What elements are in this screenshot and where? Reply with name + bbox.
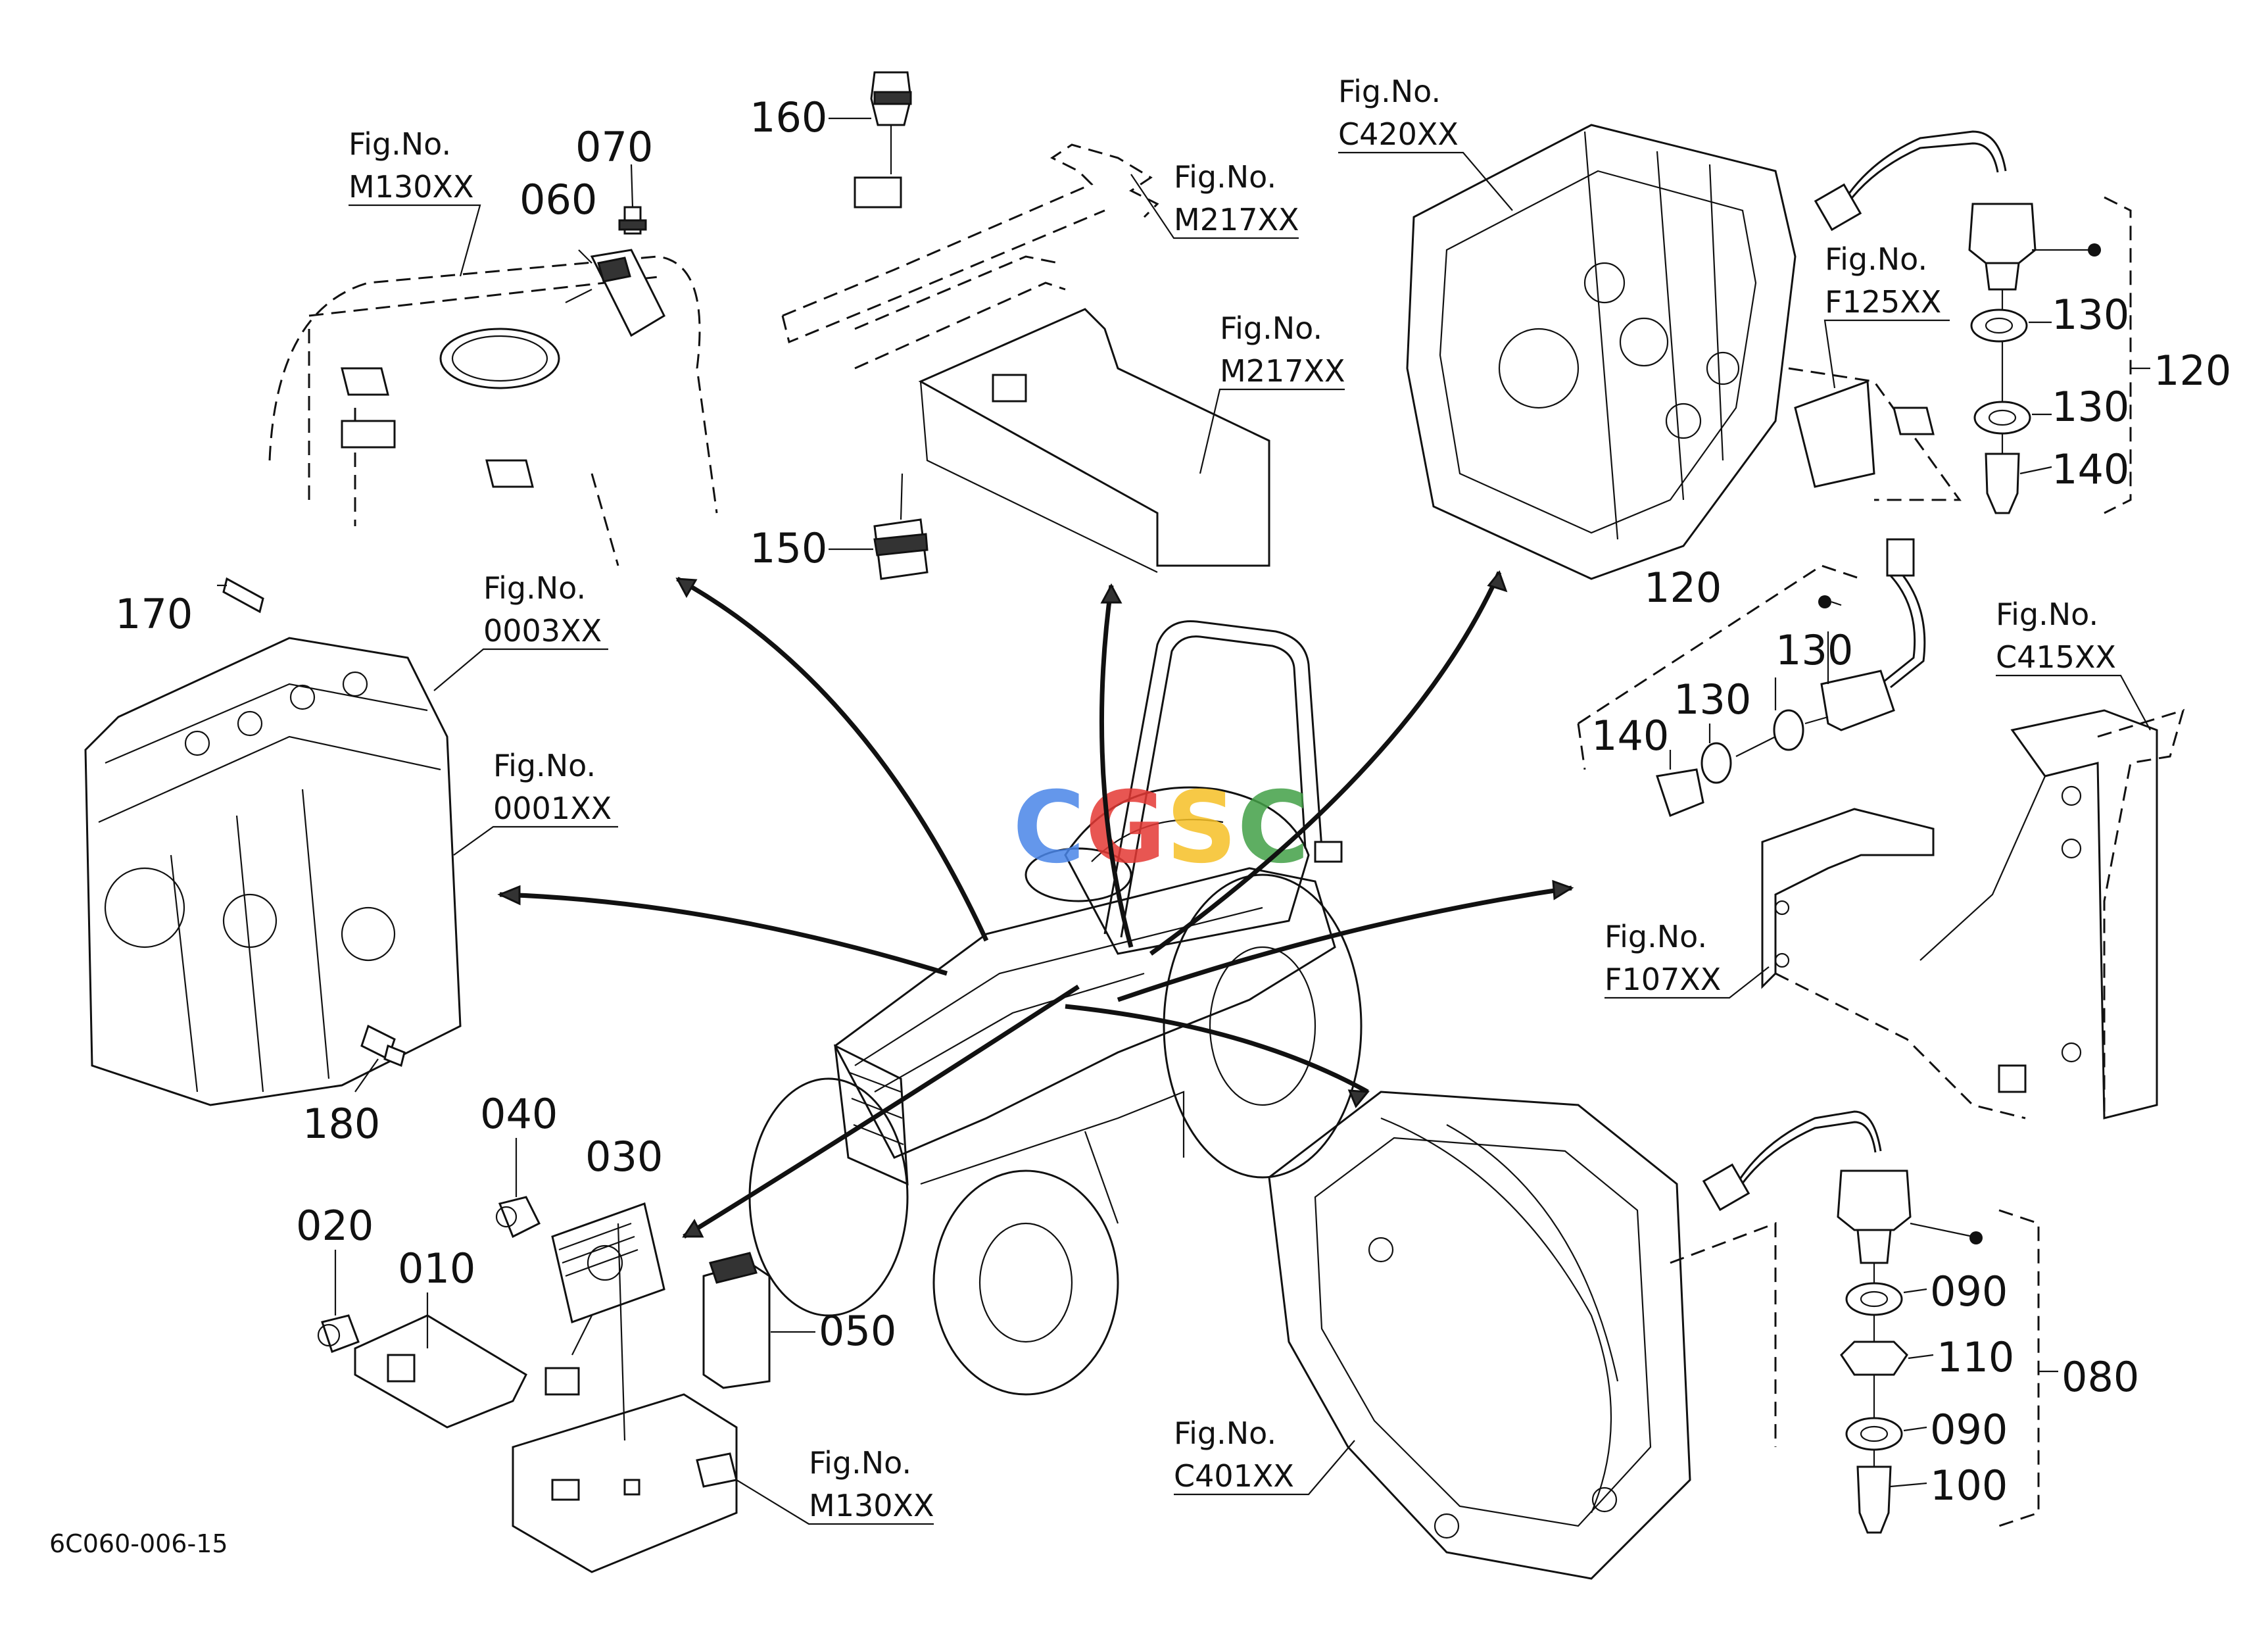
part-170[interactable]: 170: [115, 590, 193, 638]
fig-ref-c401xx[interactable]: Fig.No. C401XX: [1174, 1415, 1355, 1496]
watermark-letter: C: [1013, 771, 1085, 885]
part-130-middle-a[interactable]: 130: [1775, 626, 1853, 674]
svg-text:Fig.No.: Fig.No.: [493, 748, 596, 783]
engine-assembly: [84, 577, 462, 1106]
fig-ref-m217xx-bottom[interactable]: Fig.No. M217XX: [1199, 310, 1345, 474]
svg-text:Fig.No.: Fig.No.: [1996, 597, 2098, 632]
watermark-letter: C: [1237, 771, 1309, 885]
part-number-labels: 070 060 160 150 130 130 140 120 120 130 …: [115, 93, 2231, 1510]
switch-080: [1702, 1110, 2058, 1534]
part-130-top-a[interactable]: 130: [2052, 291, 2129, 339]
reference-arrows: [497, 570, 1574, 1239]
fig-ref-c415xx[interactable]: Fig.No. C415XX: [1996, 597, 2151, 731]
bonnet-assembly: [268, 164, 718, 566]
part-140-top[interactable]: 140: [2052, 445, 2129, 493]
part-120-middle[interactable]: 120: [1644, 564, 1722, 612]
svg-text:Fig.No.: Fig.No.: [483, 570, 586, 606]
part-150[interactable]: 150: [750, 524, 827, 572]
part-110[interactable]: 110: [1937, 1333, 2014, 1381]
frame-bracket-assembly: [1761, 708, 2185, 1119]
svg-text:C420XX: C420XX: [1338, 116, 1459, 152]
part-080[interactable]: 080: [2062, 1353, 2139, 1401]
svg-text:0003XX: 0003XX: [483, 613, 602, 649]
figure-reference-labels: Fig.No. M130XX Fig.No. M217XX Fig.No. M2…: [349, 74, 2151, 1525]
part-040[interactable]: 040: [480, 1090, 558, 1138]
fig-ref-c420xx[interactable]: Fig.No. C420XX: [1338, 74, 1513, 211]
svg-text:Fig.No.: Fig.No.: [1174, 1415, 1276, 1451]
part-100[interactable]: 100: [1930, 1462, 2008, 1510]
part-130-top-b[interactable]: 130: [2052, 383, 2129, 431]
part-160[interactable]: 160: [750, 93, 827, 141]
svg-text:Fig.No.: Fig.No.: [1604, 919, 1707, 954]
part-050[interactable]: 050: [819, 1307, 896, 1355]
svg-text:C415XX: C415XX: [1996, 639, 2116, 675]
fig-ref-0001xx[interactable]: Fig.No. 0001XX: [453, 748, 618, 856]
part-070[interactable]: 070: [575, 123, 653, 171]
fig-ref-0003xx[interactable]: Fig.No. 0003XX: [433, 570, 608, 691]
tractor-drawing: [748, 620, 1363, 1396]
fig-ref-m217xx-top[interactable]: Fig.No. M217XX: [1130, 159, 1299, 239]
svg-text:Fig.No.: Fig.No.: [1338, 74, 1441, 109]
part-090-a[interactable]: 090: [1930, 1267, 2008, 1315]
svg-text:M130XX: M130XX: [349, 169, 474, 205]
svg-text:M217XX: M217XX: [1174, 202, 1299, 237]
fig-ref-m130xx-top[interactable]: Fig.No. M130XX: [349, 126, 481, 277]
transmission-case-assembly: [1406, 124, 1962, 580]
svg-text:F107XX: F107XX: [1604, 962, 1721, 997]
part-010[interactable]: 010: [398, 1244, 475, 1292]
svg-text:0001XX: 0001XX: [493, 791, 612, 826]
part-030[interactable]: 030: [585, 1133, 663, 1181]
part-120-top[interactable]: 120: [2154, 347, 2231, 395]
watermark-letter: G: [1085, 771, 1166, 885]
switch-120-middle: [1577, 538, 1926, 817]
svg-text:CGSC: CGSC: [1013, 771, 1309, 885]
watermark-logo: CGSC: [1013, 771, 1309, 885]
svg-text:F125XX: F125XX: [1825, 284, 1941, 320]
clutch-housing-assembly: [1268, 1091, 1777, 1580]
part-090-b[interactable]: 090: [1930, 1406, 2008, 1454]
watermark-letter: S: [1166, 771, 1237, 885]
part-130-middle-b[interactable]: 130: [1674, 676, 1751, 724]
svg-text:Fig.No.: Fig.No.: [1825, 241, 1927, 277]
fig-ref-f107xx[interactable]: Fig.No. F107XX: [1604, 919, 1770, 999]
drawing-id: 6C060-006-15: [49, 1529, 228, 1558]
svg-text:Fig.No.: Fig.No.: [1220, 310, 1322, 346]
fig-ref-m130xx-bottom[interactable]: Fig.No. M130XX: [736, 1445, 934, 1525]
svg-text:M130XX: M130XX: [809, 1488, 934, 1523]
svg-text:Fig.No.: Fig.No.: [1174, 159, 1276, 195]
part-140-middle[interactable]: 140: [1591, 712, 1669, 760]
switch-bracket-assembly: [781, 71, 1270, 580]
fig-ref-f125xx[interactable]: Fig.No. F125XX: [1823, 241, 1950, 389]
relay-bracket-assembly: [317, 1196, 771, 1573]
part-060[interactable]: 060: [519, 176, 597, 224]
switch-120-top: [1814, 130, 2150, 514]
part-020[interactable]: 020: [296, 1202, 374, 1250]
svg-text:Fig.No.: Fig.No.: [809, 1445, 911, 1481]
svg-text:M217XX: M217XX: [1220, 353, 1345, 389]
svg-text:Fig.No.: Fig.No.: [349, 126, 451, 162]
svg-text:C401XX: C401XX: [1174, 1458, 1294, 1494]
part-180[interactable]: 180: [302, 1100, 380, 1148]
